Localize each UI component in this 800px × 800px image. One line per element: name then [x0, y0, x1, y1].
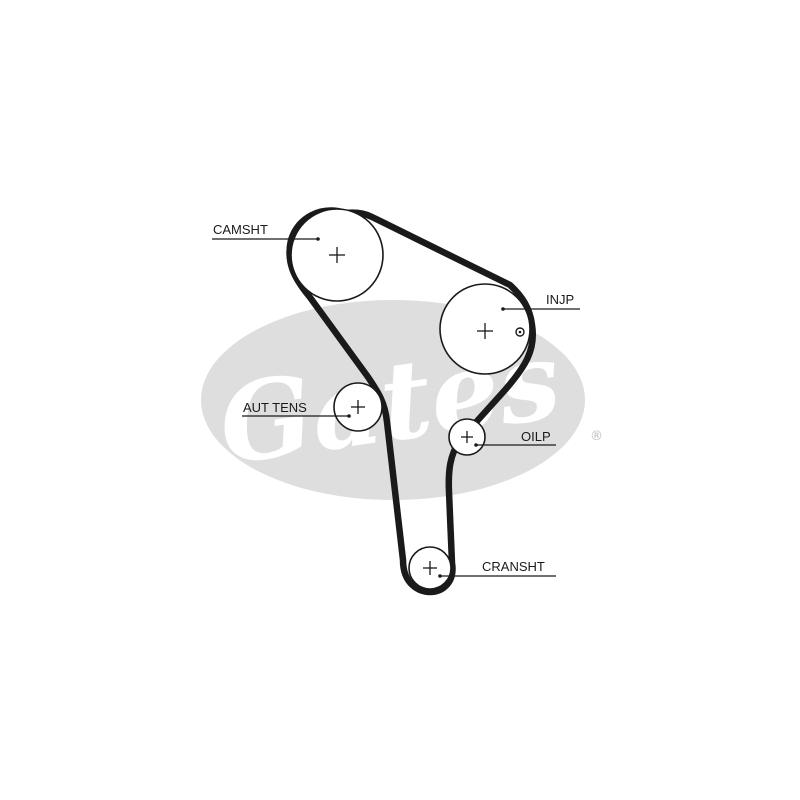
auto-tensioner-label: AUT TENS	[243, 400, 307, 415]
crankshaft-label: CRANSHT	[482, 559, 545, 574]
injection-pump-label: INJP	[546, 292, 574, 307]
camshaft-label: CAMSHT	[213, 222, 268, 237]
oil-pump-label: OILP	[521, 429, 551, 444]
injection-pump-pulley	[439, 283, 531, 375]
oil-pump-pulley	[448, 418, 486, 456]
registered-mark: ®	[590, 429, 603, 444]
crankshaft-callout: CRANSHT	[438, 559, 556, 578]
crankshaft-pulley	[408, 546, 452, 590]
auto-tensioner-pulley	[333, 382, 383, 432]
injection-pump-callout: INJP	[501, 292, 580, 311]
timing-mark-icon	[515, 327, 525, 337]
camshaft-callout: CAMSHT	[212, 222, 320, 241]
oil-pump-callout: OILP	[474, 429, 556, 447]
camshaft-pulley	[290, 208, 384, 302]
auto-tensioner-callout: AUT TENS	[242, 400, 351, 418]
